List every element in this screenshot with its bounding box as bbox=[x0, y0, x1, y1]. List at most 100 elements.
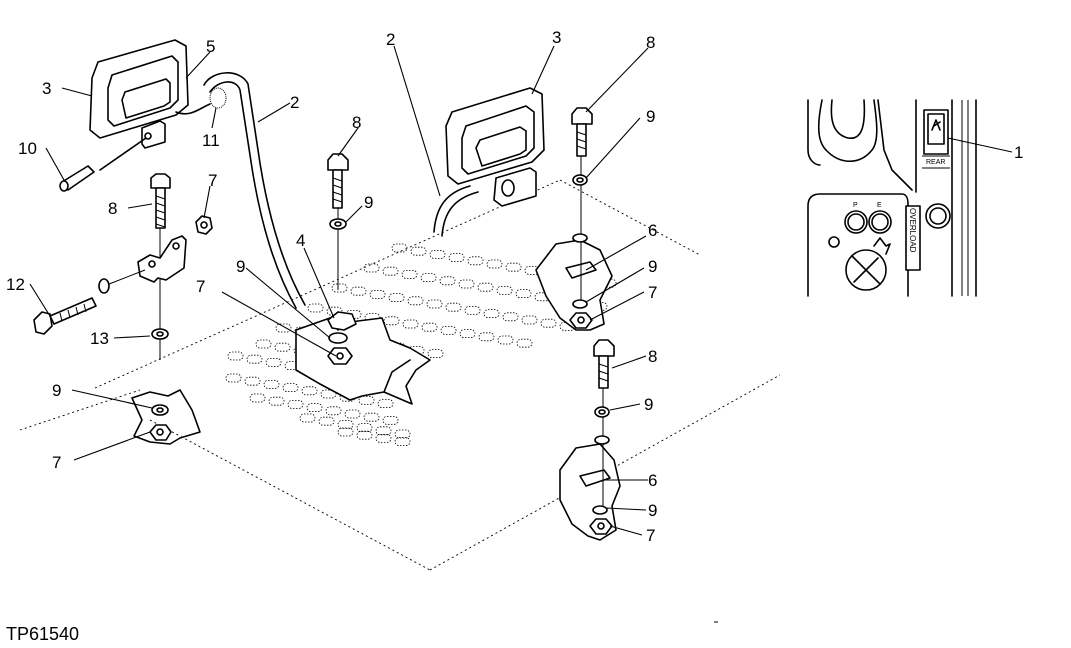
tread-slot bbox=[318, 416, 335, 426]
tread-slot bbox=[369, 289, 386, 299]
tread-slot bbox=[540, 318, 557, 328]
inset-switch-label: REAR bbox=[926, 159, 945, 166]
callout-numbers: 1 2 2 3 3 4 5 6 6 7 7 7 7 7 8 8 8 8 9 9 … bbox=[6, 28, 1023, 545]
tread-slot bbox=[410, 246, 427, 256]
tread-slot bbox=[497, 335, 514, 345]
right-lower-mount bbox=[559, 339, 621, 541]
tread-slot bbox=[516, 338, 533, 348]
tread-slot bbox=[478, 332, 495, 342]
callout-9-right-bottom: 9 bbox=[648, 501, 657, 520]
callout-3-right: 3 bbox=[552, 28, 561, 47]
tread-slot bbox=[407, 296, 424, 306]
tread-slot bbox=[420, 273, 437, 283]
tread-slot bbox=[464, 305, 481, 315]
callout-6-lower: 6 bbox=[648, 471, 657, 490]
tread-slot bbox=[375, 426, 392, 436]
callout-13: 13 bbox=[90, 329, 109, 348]
right-upper-mount bbox=[535, 107, 613, 331]
tread-slot bbox=[331, 283, 348, 293]
tread-slot bbox=[502, 312, 519, 322]
tread-slot bbox=[227, 351, 244, 361]
tread-slot bbox=[325, 406, 342, 416]
tread-slot bbox=[421, 322, 438, 332]
callout-2-left: 2 bbox=[290, 93, 299, 112]
tread-slot bbox=[439, 276, 456, 286]
tread-slot bbox=[440, 325, 457, 335]
callout-6-upper: 6 bbox=[648, 221, 657, 240]
tread-slot bbox=[408, 345, 425, 355]
tread-slot bbox=[477, 282, 494, 292]
tread-slot bbox=[402, 319, 419, 329]
tread-slot bbox=[275, 323, 292, 333]
tread-slot bbox=[337, 427, 354, 437]
tread-slot bbox=[505, 262, 522, 272]
tread-slot bbox=[345, 309, 362, 319]
tread-slot bbox=[391, 243, 408, 253]
callout-7-right-lower: 7 bbox=[646, 526, 655, 545]
tread-slot bbox=[496, 285, 513, 295]
tread-slot bbox=[394, 437, 411, 447]
tread-slot bbox=[299, 413, 316, 423]
tread-slot bbox=[274, 342, 291, 352]
tread-slot bbox=[307, 303, 324, 313]
tread-slot bbox=[363, 412, 380, 422]
tread-slot bbox=[268, 396, 285, 406]
callout-9-center-upper: 9 bbox=[364, 193, 373, 212]
callout-8-right-lower: 8 bbox=[648, 347, 657, 366]
tread-slot bbox=[225, 373, 242, 383]
callout-7-right-upper: 7 bbox=[648, 283, 657, 302]
tread-slot bbox=[521, 315, 538, 325]
left-cable-conduit bbox=[203, 72, 306, 309]
inset-knob-left-label: P bbox=[853, 202, 858, 209]
tread-slot bbox=[448, 253, 465, 263]
tread-slot bbox=[287, 399, 304, 409]
callout-12: 12 bbox=[6, 275, 25, 294]
tread-slot bbox=[486, 259, 503, 269]
callout-8-right-upper: 8 bbox=[646, 33, 655, 52]
callout-10: 10 bbox=[18, 139, 37, 158]
tread-slot bbox=[363, 263, 380, 273]
callout-9-right-lower: 9 bbox=[644, 395, 653, 414]
callout-1: 1 bbox=[1014, 143, 1023, 162]
tread-slot bbox=[350, 286, 367, 296]
tread-slot bbox=[483, 309, 500, 319]
grommet bbox=[209, 87, 227, 109]
tread-slot bbox=[458, 279, 475, 289]
tread-slot bbox=[356, 423, 373, 433]
tread-slot bbox=[265, 357, 282, 367]
callout-8-center: 8 bbox=[352, 113, 361, 132]
left-fastener-stack bbox=[33, 173, 213, 445]
tread-slot bbox=[394, 429, 411, 439]
tread-slot bbox=[244, 376, 261, 386]
tread-slot bbox=[427, 349, 444, 359]
tread-slot bbox=[263, 379, 280, 389]
tread-slot bbox=[326, 306, 343, 316]
figure-code: TP61540 bbox=[6, 624, 80, 644]
inset-control-panel: REAR P E OVERLOAD bbox=[807, 99, 977, 297]
tread-slot bbox=[429, 249, 446, 259]
callout-3-left: 3 bbox=[42, 79, 51, 98]
callout-9-right-middle: 9 bbox=[648, 257, 657, 276]
tread-slot bbox=[255, 339, 272, 349]
callout-7-left-lower: 7 bbox=[52, 453, 61, 472]
tread-slot bbox=[445, 302, 462, 312]
right-work-light bbox=[445, 87, 545, 207]
tread-slot bbox=[246, 354, 263, 364]
tread-slot bbox=[337, 419, 354, 429]
left-work-light bbox=[89, 39, 189, 149]
tread-slot bbox=[282, 383, 299, 393]
tread-slot bbox=[375, 433, 392, 443]
tread-slot bbox=[249, 393, 266, 403]
tread-slot bbox=[358, 395, 375, 405]
tread-slot bbox=[306, 403, 323, 413]
callout-7-center: 7 bbox=[196, 277, 205, 296]
callout-4: 4 bbox=[296, 231, 305, 250]
tread-slot bbox=[383, 316, 400, 326]
inset-vertical-label: OVERLOAD bbox=[908, 208, 917, 253]
center-mount-bracket bbox=[295, 153, 431, 405]
tread-slot bbox=[382, 266, 399, 276]
callout-5: 5 bbox=[206, 37, 215, 56]
tread-slot bbox=[515, 289, 532, 299]
callout-9-center-lower: 9 bbox=[236, 257, 245, 276]
